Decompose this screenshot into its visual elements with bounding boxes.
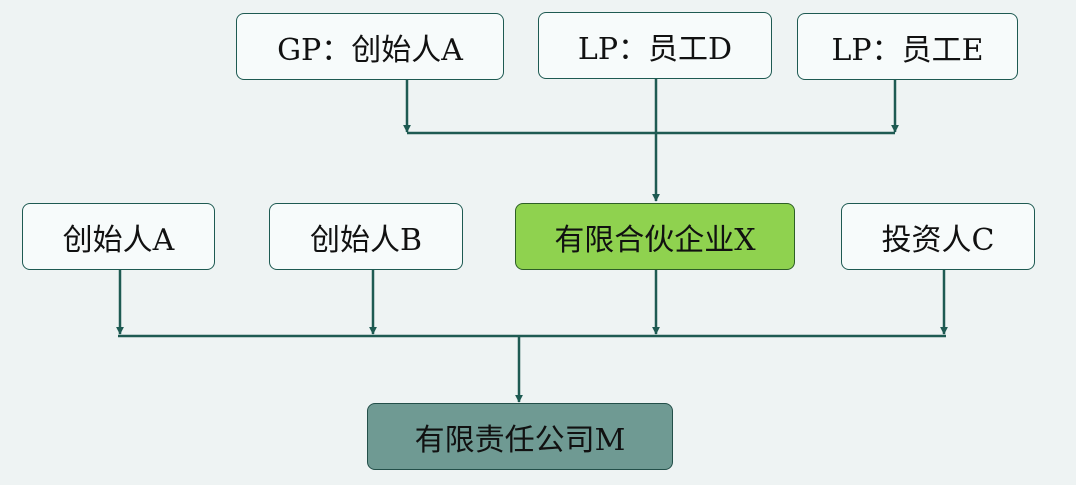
investor-c-box: 投资人C bbox=[841, 203, 1035, 270]
founder-b-box: 创始人B bbox=[269, 203, 463, 270]
gp-founder-a-box: GP：创始人A bbox=[236, 13, 504, 80]
lp-employee-d-label: LP：员工D bbox=[577, 31, 733, 67]
llc-m-box: 有限责任公司M bbox=[367, 403, 673, 470]
limited-partnership-x-box: 有限合伙企业X bbox=[515, 203, 795, 270]
lp-employee-d-box: LP：员工D bbox=[538, 12, 772, 79]
limited-partnership-x-label: 有限合伙企业X bbox=[554, 222, 756, 258]
founder-a-box: 创始人A bbox=[22, 203, 215, 270]
lp-employee-e-label: LP：员工E bbox=[831, 32, 984, 68]
gp-founder-a-label: GP：创始人A bbox=[277, 32, 463, 68]
investor-c-label: 投资人C bbox=[881, 222, 995, 258]
llc-m-label: 有限责任公司M bbox=[414, 422, 626, 458]
founder-b-label: 创始人B bbox=[309, 222, 423, 258]
lp-employee-e-box: LP：员工E bbox=[797, 13, 1018, 80]
founder-a-label: 创始人A bbox=[62, 222, 175, 258]
